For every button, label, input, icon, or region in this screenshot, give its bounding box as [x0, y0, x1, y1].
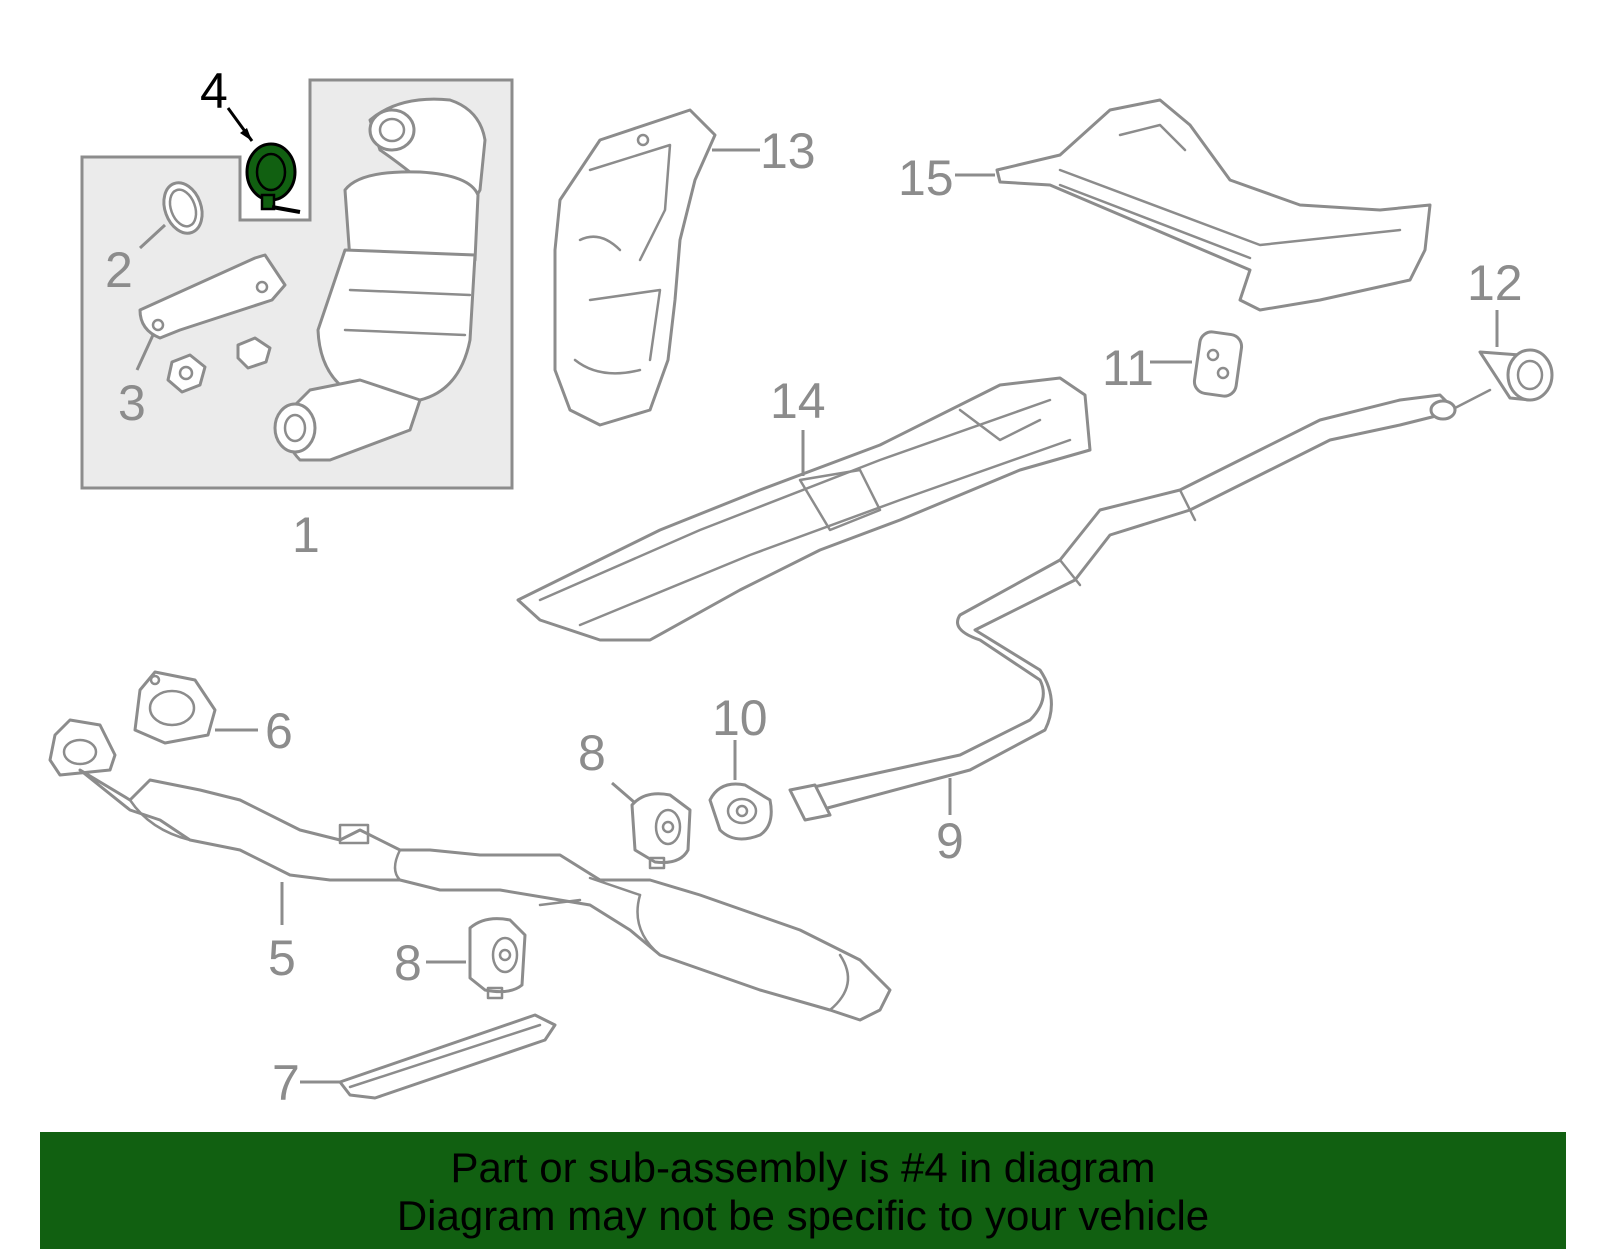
clamp-part-4[interactable]: [245, 142, 301, 214]
tunnel-heat-shield-part-14[interactable]: [516, 376, 1092, 642]
catalytic-converter-part-1[interactable]: [273, 97, 487, 462]
callout-8-lower: 8: [394, 935, 422, 991]
callout-2: 2: [105, 242, 133, 298]
heat-shield-part-13[interactable]: [553, 108, 717, 427]
callout-11: 11: [1102, 340, 1154, 396]
callout-13: 13: [760, 123, 816, 179]
callout-10: 10: [712, 690, 768, 746]
callout-9: 9: [936, 813, 964, 869]
front-pipe-muffler-part-5[interactable]: [48, 718, 892, 1022]
callout-5: 5: [268, 930, 296, 986]
leader-8a: [611, 781, 635, 804]
callout-14: 14: [770, 373, 826, 429]
flange-gasket-part-6[interactable]: [133, 670, 217, 745]
callout-3: 3: [118, 375, 146, 431]
callout-6: 6: [265, 703, 293, 759]
callout-15: 15: [898, 150, 954, 206]
gasket-part-2[interactable]: [157, 177, 209, 238]
rear-pipe-part-9[interactable]: [788, 388, 1492, 822]
tail-hanger-part-12[interactable]: [1478, 348, 1554, 402]
bracket-part-3[interactable]: [138, 253, 287, 394]
leader-3: [135, 334, 155, 371]
underbody-shield-part-15[interactable]: [995, 98, 1432, 312]
banner-line-2: Diagram may not be specific to your vehi…: [396, 1192, 1210, 1239]
callout-1: 1: [292, 507, 320, 563]
callout-12: 12: [1467, 255, 1523, 311]
small-heat-shield-part-7[interactable]: [338, 1013, 557, 1100]
info-banner: Part or sub-assembly is #4 in diagram Di…: [40, 1132, 1566, 1249]
banner-line-1: Part or sub-assembly is #4 in diagram: [450, 1144, 1156, 1191]
callout-8-upper: 8: [578, 725, 606, 781]
leader-2: [138, 223, 167, 250]
callout-4: 4: [200, 63, 228, 119]
callout-7: 7: [272, 1055, 300, 1111]
insulator-part-10[interactable]: [708, 782, 773, 841]
arrowhead-4: [240, 128, 252, 141]
hanger-part-8-upper[interactable]: [630, 792, 692, 870]
exhaust-hanger-part-11[interactable]: [1192, 330, 1244, 398]
hanger-part-8-lower[interactable]: [468, 917, 527, 1000]
